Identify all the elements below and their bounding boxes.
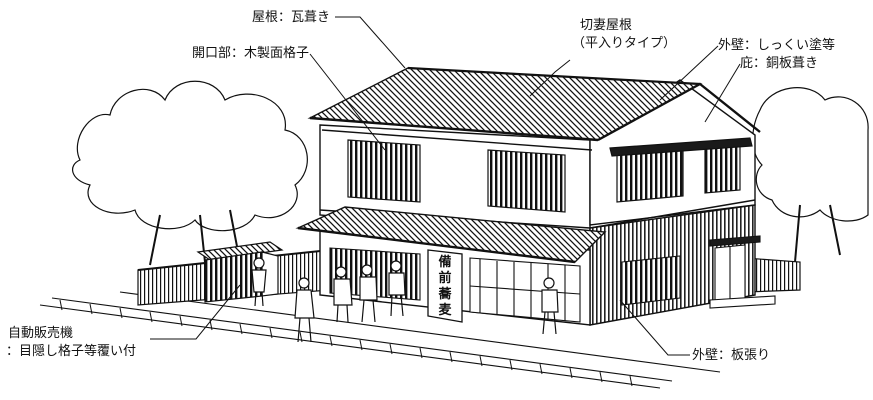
people <box>251 257 559 343</box>
pent-roof <box>295 206 607 264</box>
person-2 <box>294 277 315 343</box>
tree-right <box>752 87 869 263</box>
label-vending-line2: ：目隠し格子等覆い付 <box>6 344 137 359</box>
label-vending-line1: 自動販売機 <box>8 326 74 341</box>
person-3 <box>333 266 353 323</box>
upper-lattice-windows <box>347 137 753 213</box>
person-1 <box>251 257 267 307</box>
noren-banner: 備 前 蕎 麦 <box>427 249 463 323</box>
tree-left <box>72 80 308 266</box>
banner-char-3: 蕎 <box>437 286 452 302</box>
banner-char-1: 備 <box>438 254 451 270</box>
vending-enclosure <box>196 241 284 303</box>
label-wall-plaster: 外壁：しっくい塗等 <box>718 38 836 53</box>
label-wall-board: 外壁：板張り <box>692 348 771 363</box>
label-gable-title: 切妻屋根 <box>580 18 633 33</box>
person-5 <box>388 260 406 317</box>
label-roof: 屋根：瓦葺き <box>252 10 331 25</box>
label-eave: 庇：銅板葺き <box>740 56 819 71</box>
leader-lines <box>150 16 741 356</box>
label-opening: 開口部：木製面格子 <box>192 46 310 61</box>
banner-char-2: 前 <box>438 270 451 286</box>
person-6 <box>541 277 559 335</box>
person-4 <box>359 264 378 323</box>
track-ties <box>59 299 633 387</box>
banner-char-4: 麦 <box>438 302 452 318</box>
track-lines <box>39 291 721 389</box>
label-gable-sub: （平入りタイプ） <box>572 36 677 51</box>
